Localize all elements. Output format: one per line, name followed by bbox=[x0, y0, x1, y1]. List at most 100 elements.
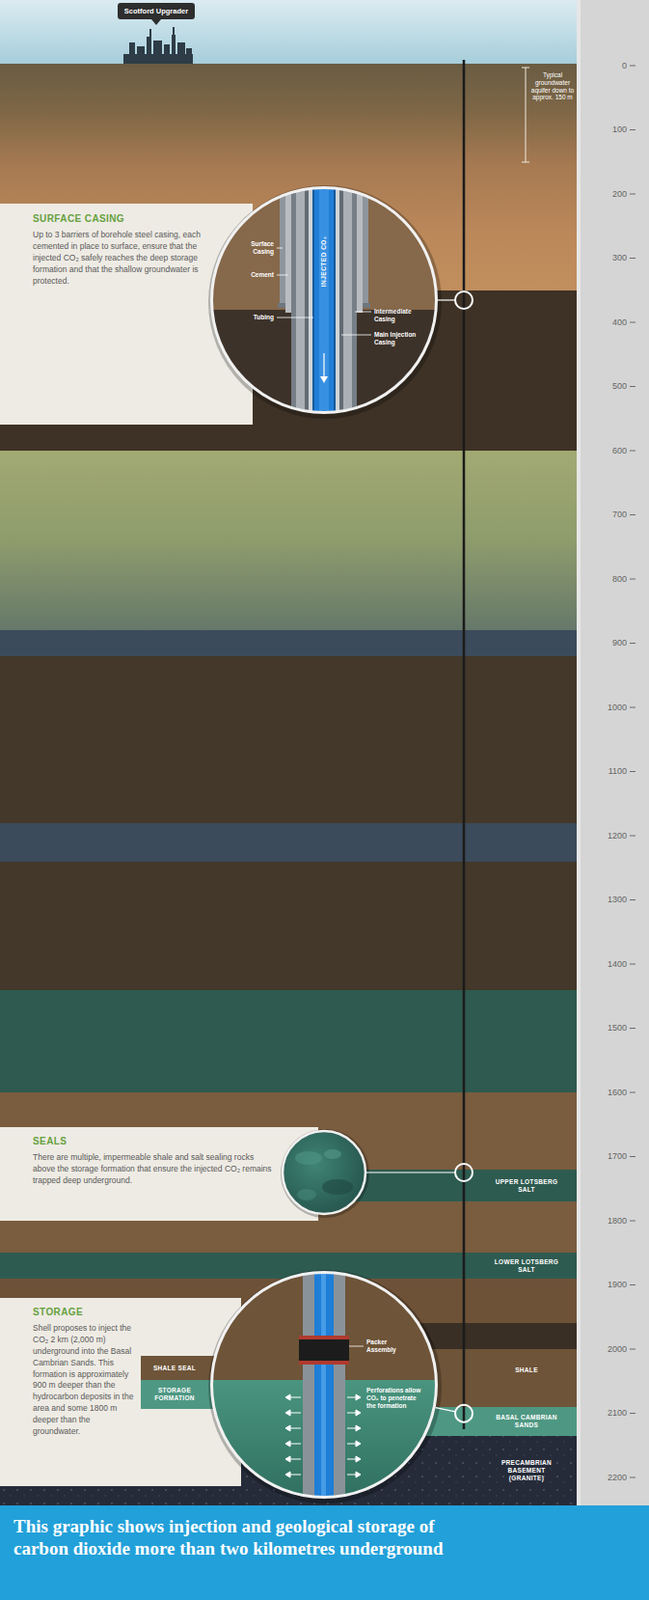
leader-line bbox=[349, 1345, 364, 1347]
part-label: Main Injection Casing bbox=[374, 330, 423, 347]
casing-cross-section bbox=[210, 186, 438, 414]
building bbox=[163, 44, 170, 55]
depth-label: 1500 bbox=[588, 1022, 627, 1033]
tick bbox=[629, 963, 636, 965]
arrowhead bbox=[285, 1424, 291, 1431]
main-casing bbox=[339, 186, 344, 414]
aquifer-note: Typical groundwater aquifer down to appr… bbox=[529, 71, 576, 102]
tick bbox=[629, 513, 636, 515]
depth-label: 700 bbox=[588, 509, 627, 520]
tick bbox=[629, 1155, 636, 1157]
cement bbox=[285, 186, 292, 313]
packer-band bbox=[298, 1359, 350, 1364]
zoom-marker bbox=[455, 1162, 473, 1181]
leader-line bbox=[341, 334, 372, 336]
stratum-label: PRECAMBRIAN BASEMENT (GRANITE) bbox=[491, 1458, 562, 1481]
salt-rock bbox=[281, 1129, 367, 1215]
zoom-leader bbox=[435, 1406, 457, 1411]
tick bbox=[629, 835, 636, 837]
panel-body: Up to 3 barriers of borehole steel casin… bbox=[32, 229, 205, 287]
arrow bbox=[289, 1411, 301, 1413]
cement bbox=[356, 186, 363, 313]
layer bbox=[0, 861, 577, 990]
arrowhead bbox=[355, 1439, 361, 1446]
ruler-edge bbox=[576, 0, 581, 1505]
arrow bbox=[289, 1442, 301, 1444]
flow-arrowhead bbox=[320, 376, 328, 383]
info-panel: SEALSThere are multiple, impermeable sha… bbox=[32, 1135, 274, 1187]
leader-line bbox=[276, 247, 283, 249]
rock-layers bbox=[0, 63, 577, 1505]
depth-label: 1600 bbox=[588, 1086, 627, 1098]
cement bbox=[296, 186, 305, 414]
part-label: Packer Assembly bbox=[366, 1337, 417, 1353]
salt-layer bbox=[0, 1251, 577, 1278]
tick bbox=[629, 257, 636, 259]
depth-label: 400 bbox=[588, 317, 627, 328]
tick bbox=[629, 770, 636, 772]
building bbox=[146, 36, 152, 55]
depth-label: 1300 bbox=[588, 893, 627, 905]
packer-band bbox=[298, 1334, 350, 1339]
arrow bbox=[289, 1396, 301, 1398]
label-pointer bbox=[151, 19, 162, 26]
ruler-band bbox=[576, 0, 649, 1505]
stack bbox=[149, 28, 152, 37]
depth-label: 300 bbox=[588, 252, 627, 264]
tick bbox=[629, 642, 636, 644]
surface-casing bbox=[362, 186, 369, 305]
building bbox=[177, 42, 186, 55]
ruler-ticks bbox=[629, 65, 636, 1477]
leader-line bbox=[276, 274, 289, 276]
info-panel: SURFACE CASINGUp to 3 barriers of boreho… bbox=[32, 213, 205, 287]
stratum-label: LOWER LOTSBERG SALT bbox=[491, 1257, 562, 1273]
zoom-shadow bbox=[208, 185, 442, 419]
depth-label: 1200 bbox=[588, 830, 627, 841]
site-label: Scotford Upgrader bbox=[117, 2, 195, 20]
tick bbox=[629, 450, 636, 452]
site-name: Scotford Upgrader bbox=[124, 5, 189, 17]
circle-outline bbox=[210, 186, 438, 414]
depth-label: 900 bbox=[588, 637, 627, 649]
zoom-marker bbox=[455, 1404, 473, 1422]
arrow bbox=[289, 1458, 301, 1460]
layer bbox=[0, 629, 577, 656]
rock-blotch bbox=[295, 1150, 323, 1164]
panel-heading: STORAGE bbox=[32, 1305, 137, 1318]
building bbox=[129, 42, 136, 55]
bracket-cap bbox=[521, 67, 530, 69]
main-casing bbox=[304, 186, 309, 414]
arrowhead bbox=[285, 1455, 291, 1461]
annulus bbox=[308, 186, 313, 414]
panel-body: Shell proposes to inject the CO₂ 2 km (2… bbox=[32, 1322, 137, 1437]
zoom-circle: Surface CasingCementTubingINJECTED CO₂In… bbox=[210, 186, 438, 414]
rock-blotch bbox=[324, 1148, 342, 1159]
circle-border bbox=[212, 1271, 437, 1497]
depth-label: 1400 bbox=[588, 958, 627, 970]
arrowhead bbox=[355, 1455, 361, 1461]
stratum-label: SHALE bbox=[491, 1365, 562, 1374]
building bbox=[136, 46, 145, 55]
arrow bbox=[289, 1427, 301, 1429]
bracket-line bbox=[525, 67, 527, 163]
tick bbox=[629, 1476, 636, 1478]
circle-outline bbox=[210, 1270, 438, 1498]
cement bbox=[343, 186, 352, 414]
arrowhead bbox=[355, 1408, 361, 1415]
rock-blotch bbox=[297, 1188, 317, 1200]
arrowhead bbox=[355, 1424, 361, 1431]
tick bbox=[629, 1283, 636, 1285]
bracket-cap bbox=[521, 162, 530, 163]
part-label: Tubing bbox=[235, 313, 274, 322]
part-label: Surface Casing bbox=[235, 240, 274, 256]
aquifer-bracket bbox=[521, 67, 530, 163]
perforation-arrows bbox=[285, 1393, 361, 1477]
sky bbox=[0, 0, 577, 64]
city-silhouette bbox=[123, 27, 193, 64]
tubing-highlight bbox=[321, 1270, 326, 1498]
tick bbox=[629, 322, 636, 324]
well-bore bbox=[462, 59, 466, 1429]
stratum-label: UPPER LOTSBERG SALT bbox=[491, 1177, 562, 1193]
zoom-marker bbox=[455, 291, 473, 309]
depth-label: 1700 bbox=[588, 1150, 627, 1162]
